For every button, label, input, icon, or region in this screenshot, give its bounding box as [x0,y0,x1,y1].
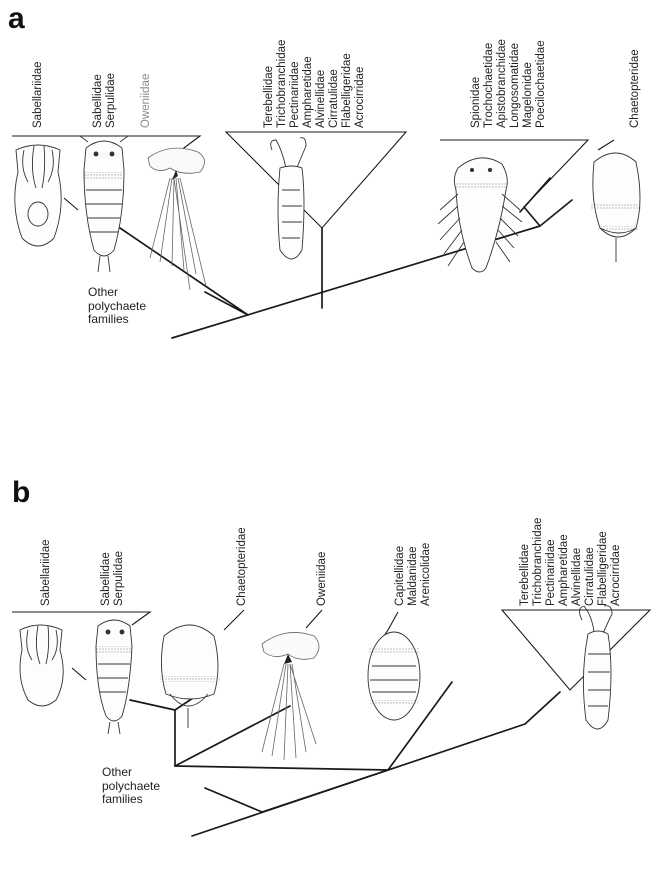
sabellid-larva-a [80,136,128,272]
label-a-terebellid-group: Terebellidae Trichobranchidae Pectinarii… [263,40,367,128]
fan-a-sabellid-tick [64,198,78,210]
fan-b-oweniid-pointer [306,610,322,628]
capitellid-larva-b [368,632,420,720]
tree-b-inner-to-rest [175,766,388,770]
tree-b-oweniid-branch [175,706,290,766]
panel-a-letter: a [8,4,25,34]
chaetopterid-larva-a [590,153,642,262]
label-b-terebellid-group: Terebellidae Trichobranchidae Pectinarii… [519,518,623,606]
label-a-chaetopteridae: Chaetopteridae [629,49,642,128]
label-b-chaetopteridae: Chaetopteridae [236,527,249,606]
label-a-spionid-group: Spionidae Trochochaetidae Apistobranchid… [470,39,548,128]
label-a-other-families: Other polychaete families [88,286,146,327]
fan-b-terebellid [502,610,650,690]
label-b-sabellid-group: Sabellidae Serpulidae [100,551,126,606]
tree-b-sabellid-chaetopterid-node [130,700,175,710]
chaetopterid-larva-b [160,625,220,728]
oweniid-larva-b [262,632,319,760]
label-b-oweniidae: Oweniidae [316,552,329,606]
terebellid-larva-a [271,138,306,259]
tree-a-spionid-stem [524,207,540,226]
sabellid-larva-b [96,620,132,734]
label-a-sabellid-group: Sabellidae Serpulidae [92,73,118,128]
label-b-sabellariidae: Sabellariidae [40,540,53,607]
label-a-sabellariidae: Sabellariidae [32,62,45,129]
sabellariid-larva-a [15,145,61,246]
fan-a-terebellid [226,132,406,228]
label-b-other-families: Other polychaete families [102,766,160,807]
tree-b-other-branch [205,788,262,812]
fan-a-chaetopterid-pointer [598,140,614,150]
label-b-capitellid-group: Capitellidae Maldanidae Arenicolidae [394,543,433,606]
oweniid-larva-a [148,148,206,290]
sabellariid-larva-b [20,625,63,706]
label-a-oweniidae: Oweniidae [140,74,153,128]
fan-b-sabellid-bracket [12,612,150,625]
fan-b-sabellid-tick [72,668,86,680]
spionid-larva-a [438,158,522,272]
tree-b-inner-clade [262,770,388,812]
fan-b-chaetopterid-pointer [224,610,244,630]
panel-b-letter: b [12,478,30,508]
tree-b-terebellid-branch [525,692,560,724]
terebellid-larva-b [579,606,612,729]
tree-a-chaetopterid-branch [540,200,572,226]
